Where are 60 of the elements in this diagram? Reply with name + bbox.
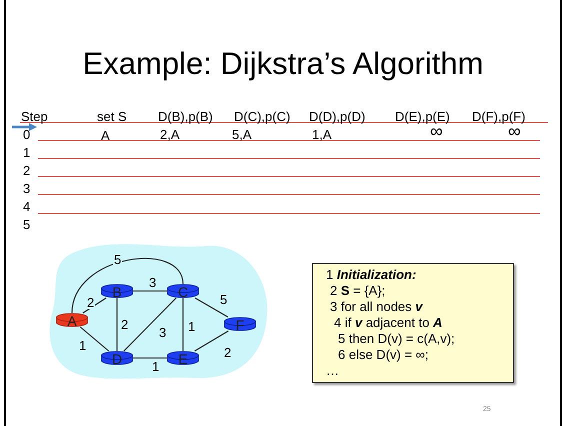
edge-label: 5 (113, 253, 122, 266)
table-cell: 2,A (160, 128, 180, 142)
table-cell: 1,A (312, 128, 332, 142)
edge-label: 1 (78, 339, 88, 352)
table-cell: 2 (23, 164, 30, 178)
table-cell: 5,A (232, 128, 252, 142)
link-line (82, 298, 106, 314)
node-label: D (110, 352, 124, 367)
node-label: E (177, 352, 189, 367)
table-cell: A (101, 129, 110, 143)
edge-label: 1 (151, 360, 160, 373)
link-line (194, 298, 228, 318)
edge-label: 3 (158, 326, 168, 339)
link-line (182, 298, 184, 351)
router-node (167, 351, 199, 365)
link-line (133, 290, 167, 292)
edge-label: 2 (223, 346, 232, 359)
link-line (116, 298, 118, 351)
table-cell: 3 (23, 182, 30, 196)
router-node (101, 351, 133, 365)
code-line: … (326, 363, 340, 379)
table-cell: ∞ (508, 124, 521, 138)
node-label: F (234, 318, 246, 333)
column-header: D(E),p(E) (395, 110, 450, 124)
pseudocode-box (312, 263, 514, 383)
router-node (224, 317, 256, 331)
column-header: D(C),p(C) (234, 110, 290, 124)
edge-label: 2 (86, 296, 96, 309)
code-line: 2 S = {A}; (329, 283, 386, 299)
column-header: D(D),p(D) (309, 110, 366, 124)
edge-label: 3 (148, 276, 158, 289)
column-header: Step (21, 110, 48, 124)
code-line: 5 then D(v) = c(A,v); (337, 331, 456, 347)
code-line: 6 else D(v) = ∞; (337, 347, 430, 363)
link-line (71, 258, 184, 314)
edge-label: 2 (120, 318, 130, 331)
node-label: C (176, 285, 190, 300)
node-label: A (66, 314, 78, 329)
table-cell: 5 (23, 218, 30, 232)
code-line: 4 if v adjacent to A (333, 315, 444, 331)
node-label: B (111, 285, 123, 300)
column-header: D(F),p(F) (472, 110, 526, 124)
code-line: 3 for all nodes v (329, 299, 424, 315)
link-line (80, 326, 110, 352)
router-node (167, 284, 199, 298)
edge-label: 5 (219, 293, 228, 306)
table-cell: ∞ (430, 124, 443, 138)
table-cell: 0 (23, 128, 30, 142)
code-line: 1 Initialization: (326, 267, 418, 283)
link-line (124, 298, 176, 352)
slide-title: Example: Dijkstra’s Algorithm (82, 46, 484, 82)
router-node (56, 313, 88, 327)
link-line (133, 357, 167, 359)
edge-label: 1 (187, 320, 196, 333)
table-cell: 1 (23, 146, 30, 160)
link-line (194, 330, 229, 352)
column-header: set S (97, 110, 127, 124)
router-node (101, 284, 133, 298)
table-cell: 4 (23, 200, 30, 214)
column-header: D(B),p(B) (158, 110, 213, 124)
